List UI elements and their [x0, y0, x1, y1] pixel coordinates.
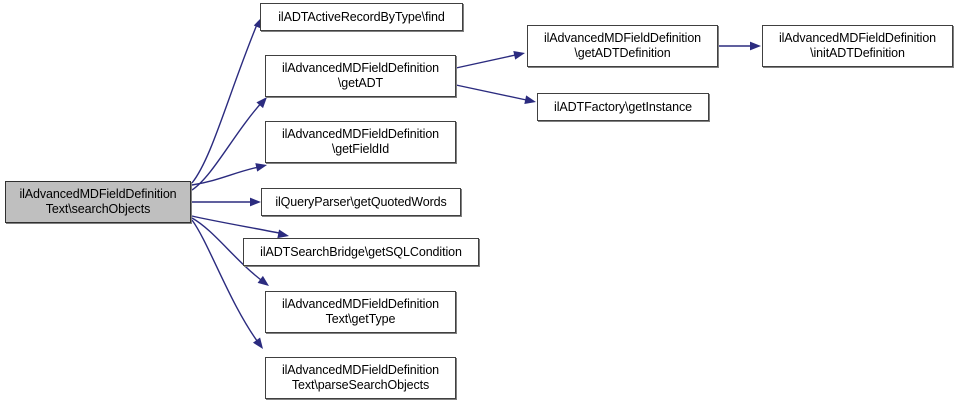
node-label: ilAdvancedMDFieldDefinition Text\searchO…: [19, 187, 177, 216]
node-label: ilADTFactory\getInstance: [554, 99, 692, 114]
edge-root-to-get_sql_condition: [191, 215, 285, 235]
edge-root-to-get_field_id: [191, 165, 264, 186]
arrowhead-root-to-parse_search_objects: [252, 337, 263, 349]
node-label: ilADTSearchBridge\getSQLCondition: [260, 244, 462, 259]
node-iladvancedmdfielddefinitiontext-gettype[interactable]: ilAdvancedMDFieldDefinition Text\getType: [265, 291, 456, 333]
edge-root-to-find: [191, 21, 259, 184]
node-ilqueryparser-getquotedwords[interactable]: ilQueryParser\getQuotedWords: [261, 188, 461, 216]
arrowhead-root-to-get_quoted_words: [250, 197, 261, 207]
node-iladtsearchbridge-getsqlcondition[interactable]: ilADTSearchBridge\getSQLCondition: [243, 238, 479, 266]
node-label: ilAdvancedMDFieldDefinition Text\getType: [281, 297, 440, 326]
arrowhead-root-to-get_type: [257, 275, 269, 286]
node-iladvancedmdfielddefinition-initadtdefinition[interactable]: ilAdvancedMDFieldDefinition \initADTDefi…: [762, 25, 953, 67]
node-iladvancedmdfielddefinitiontext-parsesearchobjects[interactable]: ilAdvancedMDFieldDefinition Text\parseSe…: [265, 357, 456, 399]
edge-root-to-get_adt: [191, 100, 264, 191]
edge-get_adt-to-get_adt_definition: [455, 53, 521, 69]
node-iladtactiverecordbytype-find[interactable]: ilADTActiveRecordByType\find: [260, 3, 463, 31]
edge-get_adt-to-get_instance: [455, 84, 532, 102]
node-label: ilAdvancedMDFieldDefinition Text\parseSe…: [281, 363, 440, 392]
arrowhead-get_adt-to-get_adt_definition: [513, 51, 525, 60]
node-iladtfactory-getinstance[interactable]: ilADTFactory\getInstance: [537, 93, 709, 121]
node-label: ilADTActiveRecordByType\find: [278, 9, 445, 24]
node-iladvancedmdfielddefinition-getfieldid[interactable]: ilAdvancedMDFieldDefinition \getFieldId: [265, 121, 456, 163]
node-label: ilAdvancedMDFieldDefinition \getADT: [281, 61, 440, 90]
node-root-searchobjects[interactable]: ilAdvancedMDFieldDefinition Text\searchO…: [5, 181, 191, 223]
node-label: ilAdvancedMDFieldDefinition \initADTDefi…: [778, 31, 937, 60]
arrowhead-get_adt_definition-to-init_adt_definition: [750, 41, 761, 51]
node-label: ilQueryParser\getQuotedWords: [275, 194, 447, 209]
node-iladvancedmdfielddefinition-getadtdefinition[interactable]: ilAdvancedMDFieldDefinition \getADTDefin…: [527, 25, 718, 67]
node-iladvancedmdfielddefinition-getadt[interactable]: ilAdvancedMDFieldDefinition \getADT: [265, 55, 456, 97]
node-label: ilAdvancedMDFieldDefinition \getFieldId: [281, 127, 440, 156]
arrowhead-get_adt-to-get_instance: [524, 95, 536, 105]
node-label: ilAdvancedMDFieldDefinition \getADTDefin…: [543, 31, 702, 60]
